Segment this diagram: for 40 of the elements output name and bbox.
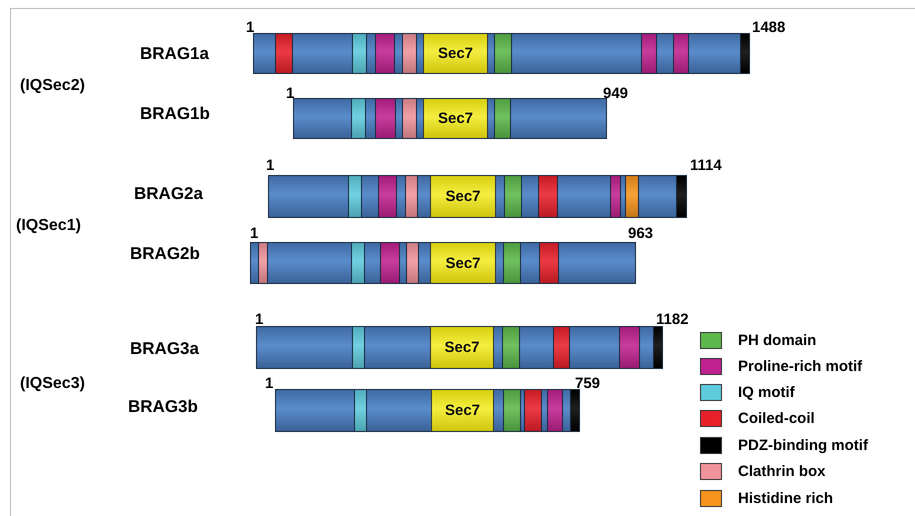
protein-bar bbox=[293, 98, 607, 139]
protein-name: BRAG1a bbox=[140, 45, 209, 62]
residue-number: 759 bbox=[575, 376, 600, 391]
protein-name: BRAG2a bbox=[134, 185, 203, 202]
residue-number: 1 bbox=[250, 226, 258, 241]
residue-number: 1 bbox=[265, 376, 274, 391]
legend-label: Coiled-coil bbox=[738, 411, 815, 426]
protein-name: BRAG3a bbox=[130, 340, 199, 357]
legend-label: PH domain bbox=[738, 333, 816, 348]
group-label: (IQSec3) bbox=[20, 376, 85, 392]
protein-bar bbox=[275, 389, 580, 432]
residue-number: 1 bbox=[255, 312, 264, 327]
residue-number: 1 bbox=[246, 20, 254, 35]
protein-name: BRAG3b bbox=[128, 398, 198, 415]
protein-name: BRAG1b bbox=[140, 105, 210, 122]
domain-box: Sec7 bbox=[430, 327, 494, 368]
protein-bar bbox=[268, 175, 687, 218]
protein-name: BRAG2b bbox=[130, 245, 200, 262]
legend-label: Proline-rich motif bbox=[738, 359, 862, 374]
residue-number: 949 bbox=[603, 86, 628, 101]
group-label: (IQSec2) bbox=[20, 78, 85, 94]
legend-label: Clathrin box bbox=[738, 464, 826, 479]
group-label: (IQSec1) bbox=[16, 218, 81, 234]
domain-box: Sec7 bbox=[423, 99, 488, 138]
residue-number: 1 bbox=[266, 158, 274, 173]
legend-label: Histidine rich bbox=[738, 491, 834, 506]
protein-bar bbox=[253, 33, 750, 74]
residue-number: 1488 bbox=[752, 20, 786, 35]
domain-box: Sec7 bbox=[430, 243, 496, 283]
domain-box: Sec7 bbox=[431, 390, 494, 431]
residue-number: 1114 bbox=[690, 158, 722, 173]
domain-box: Sec7 bbox=[430, 176, 496, 217]
legend-label: IQ motif bbox=[738, 385, 795, 400]
protein-bar bbox=[256, 326, 663, 369]
protein-bar bbox=[250, 242, 636, 284]
residue-number: 1182 bbox=[656, 312, 689, 327]
legend-label: PDZ-binding motif bbox=[738, 438, 868, 453]
domain-box: Sec7 bbox=[423, 34, 488, 73]
residue-number: 1 bbox=[286, 86, 294, 101]
residue-number: 963 bbox=[628, 226, 654, 241]
